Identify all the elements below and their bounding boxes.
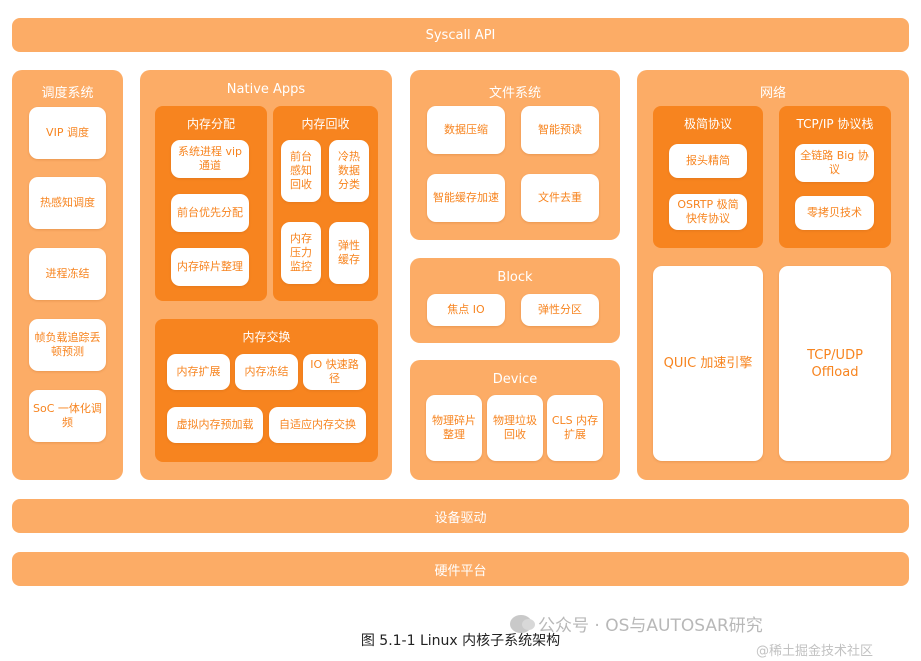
block-item: 弹性分区 xyxy=(521,294,599,326)
scheduling-item: 进程冻结 xyxy=(29,248,106,300)
filesystem-item: 智能缓存加速 xyxy=(427,174,505,222)
mem-reclaim-title: 内存回收 xyxy=(301,117,350,131)
mem-swap-item: 内存扩展 xyxy=(167,354,230,390)
minimal-protocol-item: OSRTP 极简快传协议 xyxy=(669,194,747,230)
block-item: 焦点 IO xyxy=(427,294,505,326)
mem-alloc-item: 内存碎片整理 xyxy=(171,248,249,286)
filesystem-item: 数据压缩 xyxy=(427,106,505,154)
mem-reclaim-group: 内存回收 前台感知回收 冷热数据分类 内存压力监控 弹性缓存 xyxy=(273,106,378,301)
tcpip-stack-title: TCP/IP 协议栈 xyxy=(796,117,874,131)
mem-swap-group: 内存交换 内存扩展 内存冻结 IO 快速路径 虚拟内存预加载 自适应内存交换 xyxy=(155,319,378,462)
mem-alloc-item: 系统进程 vip 通道 xyxy=(171,140,249,178)
network-panel: 网络 极简协议 报头精简 OSRTP 极简快传协议 TCP/IP 协议栈 全链路… xyxy=(637,70,909,480)
mem-swap-item: IO 快速路径 xyxy=(303,354,366,390)
wechat-icon xyxy=(510,614,535,633)
scheduling-item: SoC 一体化调频 xyxy=(29,390,106,442)
native-apps-panel: Native Apps 内存分配 系统进程 vip 通道 前台优先分配 内存碎片… xyxy=(140,70,392,480)
mem-reclaim-item: 弹性缓存 xyxy=(329,222,369,284)
network-title: 网络 xyxy=(759,86,786,101)
filesystem-panel: 文件系统 数据压缩 智能预读 智能缓存加速 文件去重 xyxy=(410,70,620,240)
tcpip-stack-group: TCP/IP 协议栈 全链路 Big 协议 零拷贝技术 xyxy=(779,106,891,248)
filesystem-item: 文件去重 xyxy=(521,174,599,222)
wechat-watermark: 公众号 · OS与AUTOSAR研究 xyxy=(510,611,763,636)
mem-reclaim-item: 内存压力监控 xyxy=(281,222,321,284)
quic-engine-box: QUIC 加速引擎 xyxy=(653,266,763,461)
scheduling-title: 调度系统 xyxy=(41,86,94,101)
device-title: Device xyxy=(492,372,538,387)
syscall-api-label: Syscall API xyxy=(425,27,496,43)
mem-swap-item: 自适应内存交换 xyxy=(269,407,366,443)
device-drivers-label: 设备驱动 xyxy=(434,510,487,526)
device-panel: Device 物理碎片整理 物理垃圾回收 CLS 内存扩展 xyxy=(410,360,620,480)
scheduling-item: VIP 调度 xyxy=(29,107,106,159)
figure-caption: 图 5.1-1 Linux 内核子系统架构 xyxy=(360,633,561,649)
block-panel: Block 焦点 IO 弹性分区 xyxy=(410,258,620,343)
mem-reclaim-item: 冷热数据分类 xyxy=(329,140,369,202)
mem-swap-item: 虚拟内存预加载 xyxy=(167,407,263,443)
juejin-watermark: @稀土掘金技术社区 xyxy=(756,644,874,659)
minimal-protocol-item: 报头精简 xyxy=(669,144,747,178)
syscall-api-bar: Syscall API xyxy=(12,18,909,52)
scheduling-item: 热感知调度 xyxy=(29,177,106,229)
scheduling-panel: 调度系统 VIP 调度 热感知调度 进程冻结 帧负载追踪丢顿预测 SoC 一体化… xyxy=(12,70,123,480)
device-item: 物理碎片整理 xyxy=(426,395,482,461)
block-title: Block xyxy=(497,270,533,285)
device-drivers-bar: 设备驱动 xyxy=(12,499,909,533)
device-item: CLS 内存扩展 xyxy=(547,395,603,461)
mem-swap-title: 内存交换 xyxy=(242,330,291,344)
native-apps-title: Native Apps xyxy=(226,82,306,97)
mem-reclaim-item: 前台感知回收 xyxy=(281,140,321,202)
filesystem-title: 文件系统 xyxy=(488,86,541,101)
device-item: 物理垃圾回收 xyxy=(487,395,543,461)
wechat-watermark-text: 公众号 · OS与AUTOSAR研究 xyxy=(538,616,763,636)
minimal-protocol-group: 极简协议 报头精简 OSRTP 极简快传协议 xyxy=(653,106,763,248)
tcpip-stack-item: 零拷贝技术 xyxy=(795,196,874,230)
minimal-protocol-title: 极简协议 xyxy=(683,117,732,131)
tcp-udp-offload-box: TCP/UDP Offload xyxy=(779,266,891,461)
hardware-platform-bar: 硬件平台 xyxy=(12,552,909,586)
hardware-platform-label: 硬件平台 xyxy=(434,563,487,579)
tcpip-stack-item: 全链路 Big 协议 xyxy=(795,144,874,182)
mem-alloc-group: 内存分配 系统进程 vip 通道 前台优先分配 内存碎片整理 xyxy=(155,106,267,301)
mem-alloc-title: 内存分配 xyxy=(186,117,235,131)
scheduling-item: 帧负载追踪丢顿预测 xyxy=(29,319,106,371)
filesystem-item: 智能预读 xyxy=(521,106,599,154)
mem-alloc-item: 前台优先分配 xyxy=(171,194,249,232)
mem-swap-item: 内存冻结 xyxy=(235,354,298,390)
